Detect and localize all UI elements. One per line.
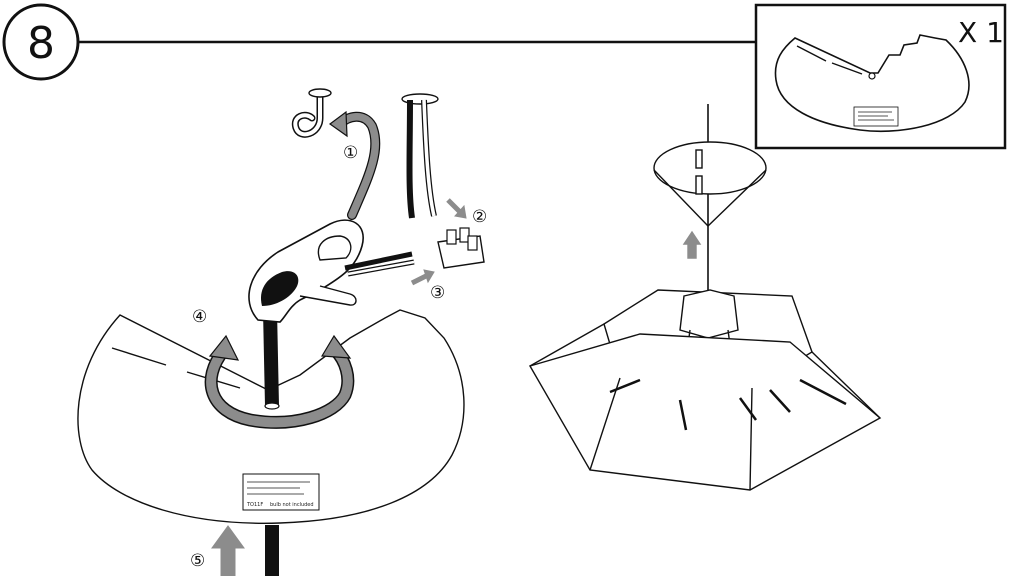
up-arrow-5 (211, 525, 245, 576)
ceiling-outlet (401, 93, 439, 219)
pendant-shade (528, 104, 882, 491)
callout-5: ⑤ (190, 551, 205, 571)
part-inset: X 1 (754, 3, 1007, 150)
ceiling-hook (291, 88, 332, 138)
quantity-label: X 1 (958, 16, 1004, 49)
hook-arrowhead (328, 110, 348, 138)
callout-3: ③ (430, 283, 445, 303)
canopy-plate-inset (774, 34, 970, 133)
step-badge: 8 (2, 3, 756, 81)
terminal-block (437, 227, 485, 269)
callout-4: ④ (192, 307, 207, 327)
label-plate-model: TO11F (246, 502, 263, 508)
arrow-3 (410, 273, 428, 286)
shade-up-arrow (682, 230, 702, 259)
cable-below (265, 525, 279, 576)
cable-clip (248, 219, 415, 323)
label-plate-bulb-note: bulb not included (270, 502, 314, 508)
label-plate (242, 473, 320, 511)
step-number: 8 (27, 18, 55, 69)
arrow-2 (446, 198, 462, 214)
callout-2: ② (472, 207, 487, 227)
power-cable (263, 309, 279, 407)
callout-1: ① (343, 143, 358, 163)
